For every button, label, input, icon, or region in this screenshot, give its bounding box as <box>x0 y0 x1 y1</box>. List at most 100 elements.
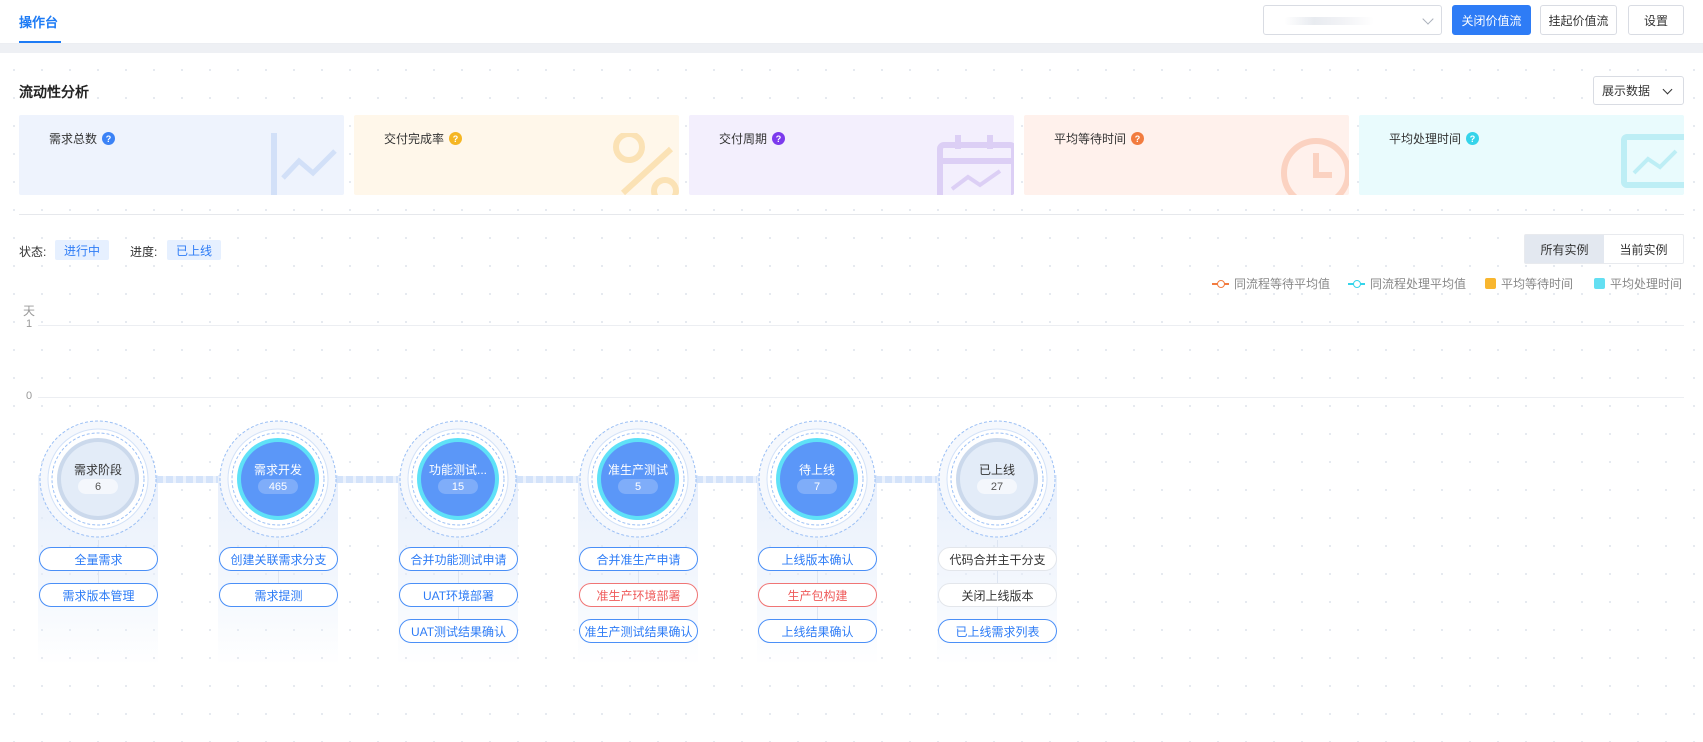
metric-card-label: 平均等待时间? <box>1054 130 1145 147</box>
stage-step-button[interactable]: 上线版本确认 <box>758 547 877 571</box>
step-connector-line <box>817 540 818 621</box>
section-title: 流动性分析 <box>19 84 89 100</box>
instance-toggle: 所有实例 当前实例 <box>1524 234 1684 264</box>
step-connector-line <box>638 540 639 621</box>
metric-card-title: 需求总数 <box>49 132 98 146</box>
legend-line-marker-icon <box>1212 279 1229 289</box>
progress-label: 进度: <box>130 245 158 259</box>
stage-node-rings <box>579 420 697 538</box>
stage-count-badge: 6 <box>78 479 118 494</box>
stage-connector-arrow <box>156 476 218 483</box>
stage-node[interactable]: 功能测试... 15 <box>397 418 519 540</box>
stage-name: 需求阶段 <box>73 463 122 477</box>
metric-card-title: 交付完成率 <box>384 132 445 146</box>
legend-item[interactable]: 同流程等待平均值 <box>1212 275 1330 292</box>
metric-card[interactable]: 平均处理时间? <box>1359 115 1684 195</box>
stage-name: 已上线 <box>978 463 1015 477</box>
help-icon[interactable]: ? <box>449 132 463 145</box>
all-instances-toggle[interactable]: 所有实例 <box>1525 235 1604 263</box>
legend-item[interactable]: 平均等待时间 <box>1485 275 1573 292</box>
gridline <box>38 325 1684 326</box>
settings-button[interactable]: 设置 <box>1628 5 1684 35</box>
help-icon[interactable]: ? <box>1466 132 1480 145</box>
current-instance-toggle[interactable]: 当前实例 <box>1619 242 1668 257</box>
close-value-stream-button[interactable]: 关闭价值流 <box>1452 5 1531 35</box>
stage-step-button[interactable]: 需求提测 <box>219 583 338 607</box>
stage-node[interactable]: 待上线 7 <box>756 418 878 540</box>
tab-console[interactable]: 操作台 <box>19 15 59 30</box>
stage-step-button[interactable]: 需求版本管理 <box>39 583 158 607</box>
stage-step-button[interactable]: 代码合并主干分支 <box>938 547 1057 571</box>
stage-count-badge: 15 <box>438 479 478 494</box>
stage-step-button[interactable]: UAT环境部署 <box>399 583 518 607</box>
metric-card-label: 交付完成率? <box>384 130 463 147</box>
legend-label: 平均等待时间 <box>1501 277 1574 291</box>
progress-tag[interactable]: 已上线 <box>167 240 222 260</box>
axis-unit: 天 <box>23 304 36 318</box>
metric-card-label: 平均处理时间? <box>1389 130 1480 147</box>
show-data-label: 展示数据 <box>1602 84 1651 98</box>
metric-card-title: 交付周期 <box>719 132 768 146</box>
metric-card-label: 交付周期? <box>719 130 786 147</box>
help-icon[interactable]: ? <box>102 132 116 145</box>
stage-name: 准生产测试 <box>607 463 668 477</box>
metric-card-label: 需求总数? <box>49 130 116 147</box>
stage-connector-arrow <box>875 476 937 483</box>
legend-item[interactable]: 平均处理时间 <box>1594 275 1682 292</box>
show-data-dropdown[interactable]: 展示数据 <box>1593 76 1684 105</box>
status-label: 状态: <box>19 245 47 259</box>
stage-connector-arrow <box>336 476 398 483</box>
stage-connector-arrow <box>516 476 578 483</box>
stage-step-button[interactable]: 准生产环境部署 <box>579 583 698 607</box>
stage-step-button[interactable]: 合并准生产申请 <box>579 547 698 571</box>
value-stream-select[interactable] <box>1263 5 1442 35</box>
suspend-value-stream-button[interactable]: 挂起价值流 <box>1540 5 1617 35</box>
help-icon[interactable]: ? <box>1131 132 1145 145</box>
legend-line-marker-icon <box>1348 279 1365 289</box>
stage-step-button[interactable]: 全量需求 <box>39 547 158 571</box>
stage-step-button[interactable]: 创建关联需求分支 <box>219 547 338 571</box>
stage-name: 待上线 <box>798 463 835 477</box>
metric-card-title: 平均等待时间 <box>1054 132 1127 146</box>
stage-step-button[interactable]: 关闭上线版本 <box>938 583 1057 607</box>
gridline <box>38 397 1684 398</box>
stage-node[interactable]: 需求阶段 6 <box>37 418 159 540</box>
help-icon[interactable]: ? <box>772 132 786 145</box>
legend-label: 同流程处理平均值 <box>1370 277 1467 291</box>
stage-name: 功能测试... <box>428 463 487 477</box>
stage-count-badge: 27 <box>977 479 1017 494</box>
metric-card[interactable]: 平均等待时间? <box>1024 115 1349 195</box>
metric-card[interactable]: 交付完成率? <box>354 115 679 195</box>
stage-step-button[interactable]: UAT测试结果确认 <box>399 619 518 643</box>
step-connector-line <box>458 540 459 621</box>
stage-count-badge: 465 <box>258 479 298 494</box>
stage-node-rings <box>399 420 517 538</box>
stage-step-button[interactable]: 合并功能测试申请 <box>399 547 518 571</box>
legend-square-marker-icon <box>1594 278 1605 289</box>
stage-node[interactable]: 已上线 27 <box>936 418 1058 540</box>
axis-tick-1: 1 <box>26 318 33 330</box>
stage-name: 需求开发 <box>253 463 302 477</box>
top-bar: 操作台 关闭价值流 挂起价值流 设置 <box>0 0 1703 44</box>
chevron-down-icon <box>1422 13 1434 25</box>
stage-step-button[interactable]: 准生产测试结果确认 <box>579 619 698 643</box>
stage-step-button[interactable]: 已上线需求列表 <box>938 619 1057 643</box>
stage-connector-arrow <box>696 476 757 483</box>
step-connector-line <box>997 540 998 621</box>
axis-tick-0: 0 <box>26 390 33 402</box>
stage-node[interactable]: 需求开发 465 <box>217 418 339 540</box>
legend-label: 平均处理时间 <box>1610 277 1683 291</box>
legend-label: 同流程等待平均值 <box>1234 277 1331 291</box>
chevron-down-icon <box>1662 84 1673 95</box>
stage-step-button[interactable]: 生产包构建 <box>758 583 877 607</box>
stage-node-rings <box>219 420 337 538</box>
tab-active-indicator <box>19 41 61 43</box>
stage-step-button[interactable]: 上线结果确认 <box>758 619 877 643</box>
legend-item[interactable]: 同流程处理平均值 <box>1348 275 1466 292</box>
stage-count-badge: 7 <box>797 479 837 494</box>
metric-card-title: 平均处理时间 <box>1389 132 1462 146</box>
status-tag[interactable]: 进行中 <box>55 240 110 260</box>
metric-card[interactable]: 交付周期? <box>689 115 1014 195</box>
metric-card[interactable]: 需求总数? <box>19 115 344 195</box>
